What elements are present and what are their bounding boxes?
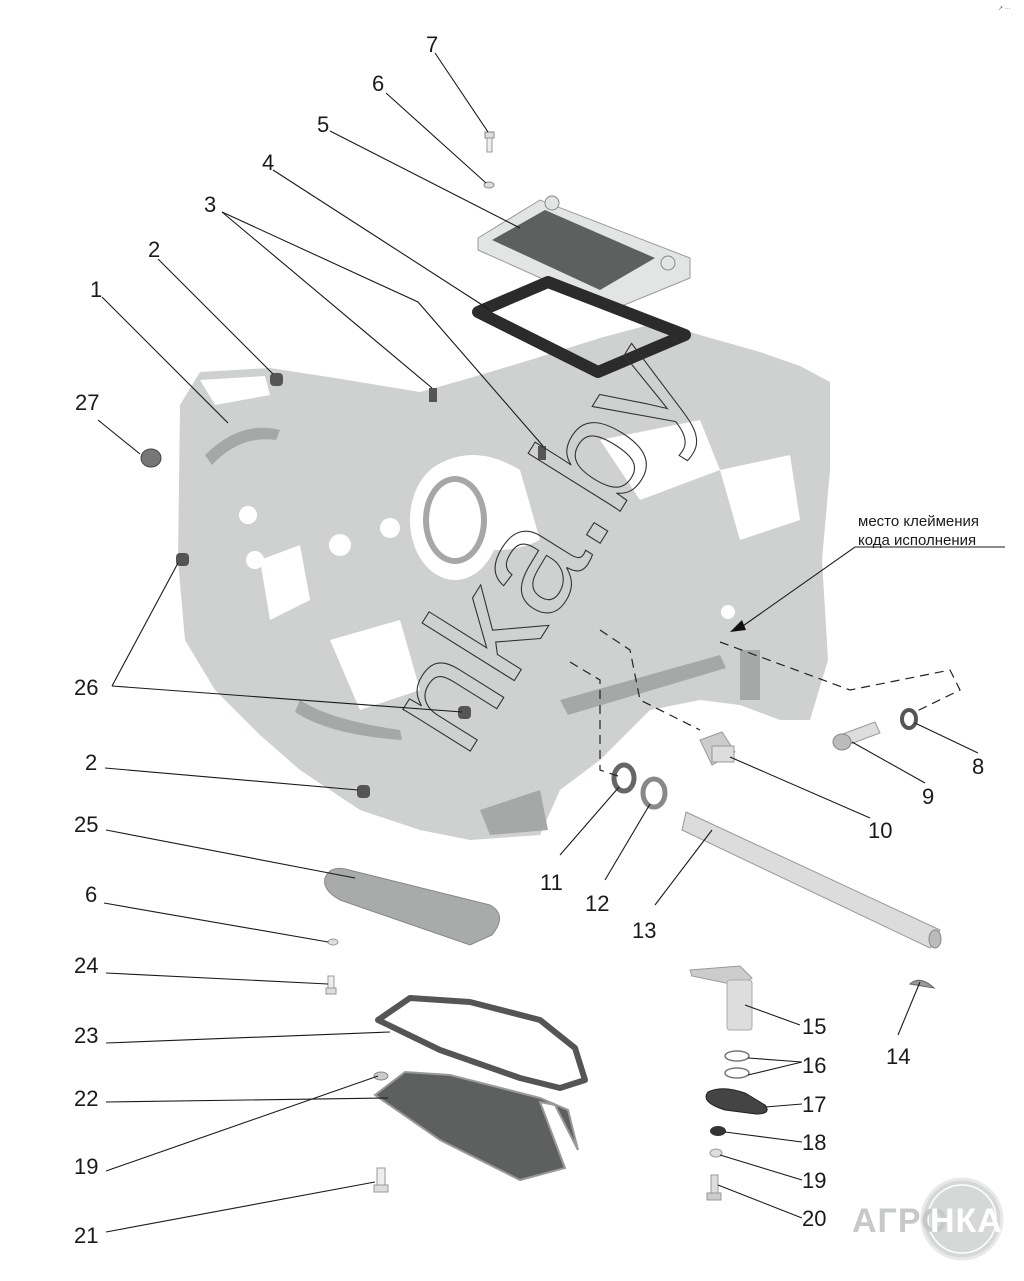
assembly-line-ring bbox=[719, 641, 961, 713]
bushing-part-2-top bbox=[270, 373, 283, 386]
agronka-logo: АГРО НКА bbox=[852, 1177, 1004, 1261]
key-part-14 bbox=[908, 979, 936, 989]
corner-mark: ↗ ··· bbox=[998, 6, 1011, 12]
shaft-part-13 bbox=[681, 811, 942, 949]
top-cover-part-5 bbox=[477, 195, 691, 311]
washer-part-19-right bbox=[709, 1148, 723, 1158]
bolt-part-7 bbox=[484, 131, 495, 153]
ring-part-8 bbox=[900, 708, 918, 730]
callout-2-top: 2 bbox=[148, 237, 160, 262]
callout-6-top: 6 bbox=[372, 71, 384, 96]
bushing-part-26-left bbox=[176, 553, 189, 566]
callout-13: 13 bbox=[632, 918, 656, 943]
bolt-part-20 bbox=[706, 1174, 722, 1201]
pin-part-3-right bbox=[538, 446, 546, 460]
o-ring-part-16-b bbox=[724, 1067, 750, 1079]
annotation-line-1: место клеймения bbox=[858, 513, 979, 530]
callout-14: 14 bbox=[886, 1044, 910, 1069]
callout-27: 27 bbox=[75, 390, 99, 415]
bushing-part-26-right bbox=[458, 706, 471, 719]
callout-18: 18 bbox=[802, 1130, 826, 1155]
callout-22: 22 bbox=[74, 1086, 98, 1111]
callout-3: 3 bbox=[204, 192, 216, 217]
bushing-part-2-bottom bbox=[357, 785, 370, 798]
callout-21: 21 bbox=[74, 1223, 98, 1248]
transmission-housing bbox=[178, 322, 830, 840]
callout-6-bottom: 6 bbox=[85, 882, 97, 907]
washer-part-12 bbox=[640, 776, 668, 810]
callout-12: 12 bbox=[585, 891, 609, 916]
bolt-part-21 bbox=[373, 1167, 389, 1193]
callout-17: 17 bbox=[802, 1092, 826, 1117]
callout-23: 23 bbox=[74, 1023, 98, 1048]
o-ring-part-16-a bbox=[724, 1050, 750, 1062]
callout-26: 26 bbox=[74, 675, 98, 700]
top-gasket-part-4 bbox=[472, 276, 691, 378]
washer-part-11 bbox=[611, 762, 637, 794]
callout-8: 8 bbox=[972, 754, 984, 779]
bolt-part-9 bbox=[832, 721, 881, 751]
gasket-part-17 bbox=[705, 1088, 768, 1115]
callout-15: 15 bbox=[802, 1014, 826, 1039]
lever-part-15 bbox=[689, 965, 753, 1031]
callout-9: 9 bbox=[922, 784, 934, 809]
washer-part-6-top bbox=[483, 181, 495, 189]
callout-19-right: 19 bbox=[802, 1168, 826, 1193]
logo-text-right: НКА bbox=[930, 1202, 1003, 1240]
logo-text-left: АГРО bbox=[852, 1202, 949, 1240]
callout-4: 4 bbox=[262, 150, 274, 175]
callout-19-left: 19 bbox=[74, 1154, 98, 1179]
callout-16: 16 bbox=[802, 1053, 826, 1078]
callout-11: 11 bbox=[540, 870, 563, 895]
assembly-line-washers bbox=[569, 661, 619, 777]
callout-1: 1 bbox=[90, 277, 102, 302]
annotation-line-2: кода исполнения bbox=[858, 532, 976, 549]
callout-7: 7 bbox=[426, 32, 438, 57]
plug-part-27 bbox=[140, 448, 162, 468]
pin-part-3-left bbox=[429, 388, 437, 402]
callout-24: 24 bbox=[74, 953, 98, 978]
cover-plate-part-25 bbox=[324, 867, 500, 946]
bolt-part-24 bbox=[325, 975, 337, 995]
callout-10: 10 bbox=[868, 818, 892, 843]
callout-5: 5 bbox=[317, 112, 329, 137]
oil-pan-part-22 bbox=[373, 1070, 579, 1182]
washer-part-6-bottom bbox=[327, 938, 339, 946]
callout-2-bottom: 2 bbox=[85, 750, 97, 775]
callout-labels: 7 6 5 4 3 2 1 27 26 2 25 6 24 23 22 19 2… bbox=[74, 32, 984, 1248]
gasket-part-23 bbox=[375, 995, 588, 1091]
callout-20: 20 bbox=[802, 1206, 826, 1231]
callout-25: 25 bbox=[74, 812, 98, 837]
washer-part-19-left bbox=[373, 1071, 389, 1081]
washer-part-18 bbox=[710, 1126, 726, 1136]
assembly-line-plug bbox=[599, 629, 701, 731]
plug-part-10 bbox=[699, 731, 736, 766]
arrow-head-marking bbox=[730, 620, 746, 632]
leader-lines bbox=[97, 52, 1005, 1233]
